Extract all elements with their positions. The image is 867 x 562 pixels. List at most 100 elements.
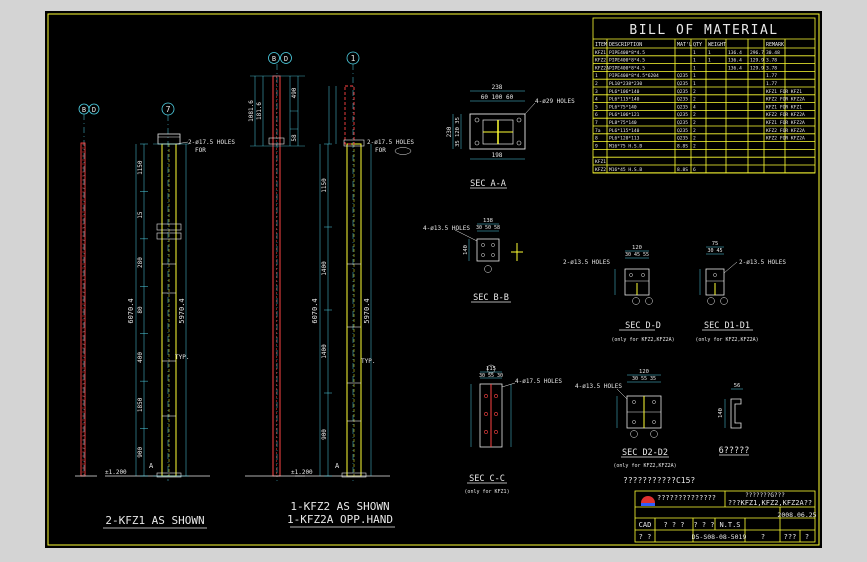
- sec-dd-note: (only for KFZ2,KFZ2A): [611, 337, 674, 343]
- bom-header-cell: MAT'L: [677, 42, 692, 48]
- bom-cell: PL8*75*140: [609, 120, 637, 126]
- bom-cell: 2: [595, 81, 598, 87]
- grid-label-b2: B: [272, 55, 276, 63]
- section-d-d: [614, 250, 655, 331]
- tb-date: 2008.06.25: [777, 511, 816, 519]
- bom-cell: 7a: [595, 128, 601, 134]
- e1-label-a: A: [149, 462, 154, 470]
- bom-cell: 30.48: [766, 50, 780, 56]
- e2-total-dim-b: 5970.4: [363, 298, 371, 323]
- bom-cell: PIPE400*8*4.5*6204: [609, 73, 659, 79]
- bom-cell: 3.78: [766, 65, 777, 71]
- sec-aa-dim-bottom: 198: [492, 152, 503, 159]
- elevation-kfz2a: 1: [295, 51, 390, 481]
- bom-cell: 1: [595, 73, 598, 79]
- e2-holes-note: 2-ø17.5 HOLES: [367, 139, 414, 146]
- bom-cell: KFZ1 FOR KFZ2A: [766, 120, 805, 126]
- bom-cell: Q235: [677, 81, 688, 87]
- bom-cell: 1: [708, 50, 711, 56]
- segment-dim: 15: [137, 211, 144, 219]
- sec-aa-caption: SEC A-A: [470, 179, 506, 189]
- section-a-a: [452, 90, 536, 189]
- detail-dim-left: 140: [718, 408, 724, 418]
- grid-bubble-d: [88, 103, 100, 115]
- bom-cell: 136.4: [728, 65, 742, 71]
- bom-cell: KFZ1 FOR KFZ1: [766, 104, 802, 110]
- sec-d2-dim-top2: 30 55 35: [632, 376, 656, 382]
- sec-bb-caption: SEC B-B: [473, 293, 509, 303]
- bom-cell: 4: [693, 104, 696, 110]
- bom-cell: 6: [693, 167, 696, 173]
- e2-top-dim-1: 1081.6: [248, 100, 255, 122]
- bom-cell: 2: [693, 89, 696, 95]
- bom-cell: PIPE400*8*4.5: [609, 58, 645, 64]
- bom-cell: M16*75 H.S.B: [609, 143, 642, 149]
- bom-header-cell: QTY: [693, 42, 702, 48]
- e2-elev: ±1.200: [291, 469, 313, 476]
- bom-cell: 4: [595, 97, 598, 103]
- sec-aa-dim-left2: 35 120 35: [455, 117, 461, 147]
- sec-d1-note: (only for KFZ2,KFZ2A): [695, 337, 758, 343]
- column-top-extension: [344, 85, 355, 145]
- bom-header-cell: WEIGHT: [708, 42, 726, 48]
- bom-cell: 136.4: [728, 50, 742, 56]
- sec-d1-caption: SEC D1-D1: [704, 321, 750, 331]
- e2-caption-2: 1-KFZ2A OPP.HAND: [287, 513, 393, 526]
- bom-cell: 1.77: [766, 73, 777, 79]
- bom-cell: 6: [595, 112, 598, 118]
- bom-cell: Q235: [677, 97, 688, 103]
- grid-bubble-b2: [268, 52, 280, 64]
- bom-cell: 2: [693, 143, 696, 149]
- detail-angle: [719, 388, 749, 456]
- bom-cell: 296.7: [750, 50, 764, 56]
- segment-dim: 1400: [321, 261, 328, 276]
- sec-cc-dim-top2: 30 55 30: [479, 373, 503, 379]
- e2-typ-note: TYP.: [361, 358, 375, 365]
- sec-d2-dim-top: 120: [639, 369, 649, 375]
- bom-cell: KFZ1 FOR KFZ1: [766, 89, 802, 95]
- e2-caption-1: 1-KFZ2 AS SHOWN: [290, 500, 389, 513]
- detail-dim-top: 56: [734, 383, 741, 389]
- company-logo: [641, 496, 655, 506]
- tb-qmark-a: ? ?: [639, 533, 652, 541]
- section-d1-d1: [699, 246, 753, 331]
- e2-total-dim: 6070.4: [311, 298, 319, 323]
- bom-cell: Q235: [677, 89, 688, 95]
- bom-cell: PL6*115*140: [609, 128, 640, 134]
- sec-dd-caption: SEC D-D: [625, 321, 661, 331]
- bom-cell: PIPE400*8*4.5: [609, 50, 645, 56]
- bom-cell: PL6*120*113: [609, 136, 640, 142]
- bom-cell: KFZ2 FOR KFZ2A: [766, 128, 805, 134]
- bom-cell: 2: [693, 120, 696, 126]
- e1-typ-note: TYP.: [175, 354, 189, 361]
- tb-qmark-c: ???: [784, 533, 797, 541]
- tb-qmarks2: ? ? ?: [693, 521, 714, 529]
- segment-dim: 900: [137, 446, 144, 457]
- bom-header-cell: ITEM: [595, 42, 607, 48]
- sheet-border: [47, 13, 820, 546]
- sec-cc-holes: 4-ø17.5 HOLES: [515, 378, 562, 385]
- e1-total-dim: 6070.4: [127, 298, 135, 323]
- sec-bb-dim-left: 140: [463, 245, 469, 255]
- bom-cell: 8.8S: [677, 143, 688, 149]
- section-c-c: [467, 364, 516, 484]
- bom-cell: KFZ2 FOR KFZ2A: [766, 97, 805, 103]
- bom-cell: PL6*106*140: [609, 89, 640, 95]
- grid-label-d2: D: [284, 55, 288, 63]
- sec-d1-dim-top2: 30 45: [707, 248, 722, 254]
- tb-scale: N.T.S: [719, 521, 740, 529]
- segment-dim: 1400: [321, 344, 328, 359]
- elevation-kfz1: B D 7: [75, 102, 210, 481]
- bom-cell: 1: [693, 50, 696, 56]
- bom-cell: 1: [693, 58, 696, 64]
- tb-qmarks1: ? ? ?: [663, 521, 684, 529]
- bom-cell: 1: [693, 65, 696, 71]
- sec-dd-dim-top2: 30 45 55: [625, 252, 649, 258]
- segment-dim: 900: [321, 429, 328, 440]
- tb-qmark-d: ?: [805, 533, 809, 541]
